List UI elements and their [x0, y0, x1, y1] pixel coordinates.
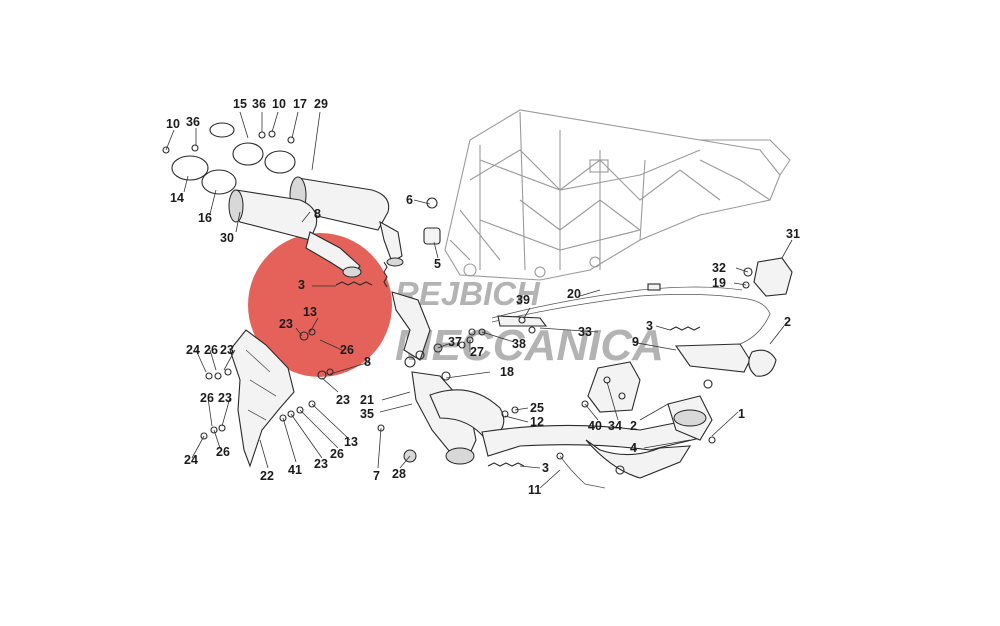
callout-label: 26	[340, 343, 354, 357]
callout-label: 40	[588, 419, 602, 433]
callout-label: 38	[512, 337, 526, 351]
callout-labels: 10 36 15 36 10 17 29 14 16 30 8 6 5 31 3…	[166, 97, 800, 497]
callout-label: 7	[373, 469, 380, 483]
callout-label: 23	[336, 393, 350, 407]
callout-label: 14	[170, 191, 184, 205]
callout-label: 13	[303, 305, 317, 319]
callout-label: 10	[272, 97, 286, 111]
callout-label: 13	[344, 435, 358, 449]
callout-label: 36	[186, 115, 200, 129]
callout-label: 24	[186, 343, 200, 357]
callout-label: 25	[530, 401, 544, 415]
callout-label: 17	[293, 97, 307, 111]
right-heat-shield	[581, 257, 793, 413]
callout-label: 22	[260, 469, 274, 483]
callout-label: 21	[360, 393, 374, 407]
callout-label: 20	[567, 287, 581, 301]
callout-label: 35	[360, 407, 374, 421]
front-header-pipe	[481, 379, 716, 489]
callout-label: 2	[630, 419, 637, 433]
exhaust-collector	[377, 197, 519, 465]
callout-label: 23	[218, 391, 232, 405]
callout-label: 5	[434, 257, 441, 271]
callout-label: 15	[233, 97, 247, 111]
callout-label: 31	[786, 227, 800, 241]
callout-label: 8	[364, 355, 371, 369]
callout-label: 11	[528, 483, 541, 497]
left-silencer-assembly	[162, 122, 404, 288]
valve-cable	[491, 283, 771, 345]
callout-label: 26	[216, 445, 230, 459]
motorcycle-frame	[444, 109, 791, 281]
callout-label: 41	[288, 463, 302, 477]
callout-label: 4	[630, 441, 637, 455]
callout-label: 29	[314, 97, 328, 111]
callout-label: 3	[646, 319, 653, 333]
callout-label: 39	[516, 293, 530, 307]
callout-label: 24	[184, 453, 198, 467]
callout-label: 6	[406, 193, 413, 207]
callout-label: 16	[198, 211, 212, 225]
callout-label: 23	[314, 457, 328, 471]
callout-label: 33	[578, 325, 592, 339]
callout-label: 12	[530, 415, 544, 429]
callout-label: 36	[252, 97, 266, 111]
callout-label: 34	[608, 419, 622, 433]
callout-label: 37	[448, 335, 462, 349]
callout-label: 23	[279, 317, 293, 331]
leader-lines	[165, 111, 793, 489]
callout-label: 19	[712, 276, 726, 290]
left-heat-shield	[200, 328, 334, 468]
callout-label: 27	[470, 345, 484, 359]
callout-label: 8	[314, 207, 321, 221]
callout-label: 18	[500, 365, 514, 379]
callout-label: 2	[784, 315, 791, 329]
callout-label: 3	[542, 461, 549, 475]
callout-label: 26	[200, 391, 214, 405]
callout-label: 10	[166, 117, 180, 131]
callout-label: 28	[392, 467, 406, 481]
callout-label: 9	[632, 335, 639, 349]
callout-label: 30	[220, 231, 234, 245]
callout-label: 3	[298, 278, 305, 292]
callout-label: 32	[712, 261, 726, 275]
callout-label: 26	[204, 343, 218, 357]
callout-label: 26	[330, 447, 344, 461]
callout-label: 1	[738, 407, 745, 421]
callout-label: 23	[220, 343, 234, 357]
